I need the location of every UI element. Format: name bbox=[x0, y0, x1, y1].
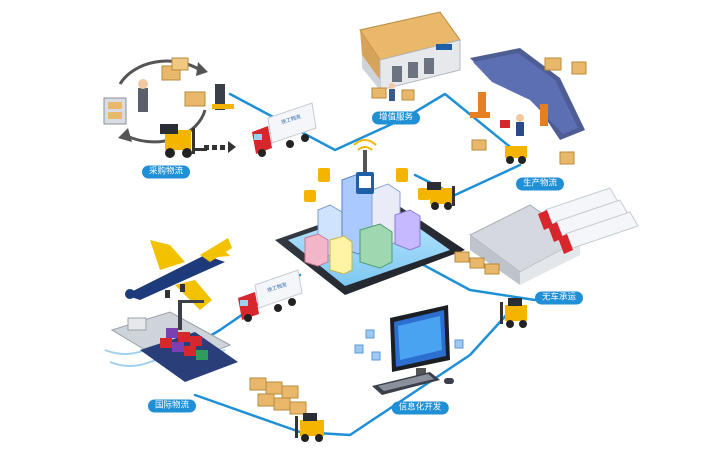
computer-workstation bbox=[354, 305, 464, 395]
label-information-development: 信息化开发 bbox=[391, 401, 449, 415]
center-forklift bbox=[427, 182, 455, 210]
line-international-information bbox=[193, 393, 412, 437]
international-port bbox=[104, 300, 238, 382]
label-production-logistics: 生产物流 bbox=[515, 177, 565, 191]
production-area bbox=[470, 48, 587, 165]
line-valueadded-production bbox=[403, 92, 522, 157]
unmanned-warehouse bbox=[454, 187, 639, 285]
airplane bbox=[125, 238, 232, 310]
line-center-unmanned bbox=[403, 253, 537, 302]
truck-top: 徐工物流 bbox=[252, 102, 317, 157]
bottom-cargo bbox=[249, 377, 324, 442]
line-procurement-valueadded bbox=[228, 92, 407, 152]
label-value-added-service: 增值服务 bbox=[371, 111, 421, 125]
value-added-warehouse bbox=[359, 11, 461, 101]
smart-city-tablet bbox=[275, 139, 465, 295]
procurement-forklift bbox=[160, 124, 236, 158]
unmanned-forklift bbox=[500, 298, 527, 328]
container-stack bbox=[160, 328, 208, 360]
label-unmanned-carrier: 无车承运 bbox=[534, 291, 584, 305]
truck-fleet bbox=[538, 187, 639, 254]
label-procurement-logistics: 采购物流 bbox=[141, 165, 191, 179]
procurement-area bbox=[103, 57, 234, 144]
label-international-logistics: 国际物流 bbox=[147, 399, 197, 413]
truck-mid: 徐工物流 bbox=[238, 269, 303, 322]
